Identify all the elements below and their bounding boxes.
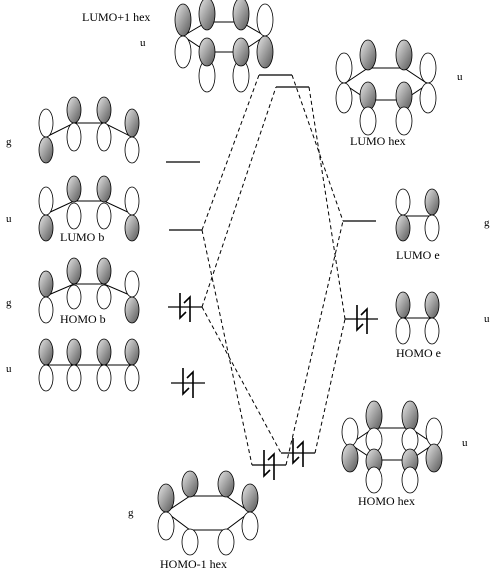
symmetry-lumo-plus1-hex: u [140, 37, 146, 49]
label-lumo-hex: LUMO hex [350, 134, 406, 148]
lumo-hex-orbital [335, 39, 437, 136]
label-homo-hex: HOMO hex [358, 494, 415, 508]
electron-pair-homo-minus1-hex [263, 450, 275, 480]
electron-pair-homo-b [179, 293, 191, 322]
symmetry-butadiene-top: g [6, 136, 12, 148]
label-lumo-b: LUMO b [60, 230, 104, 244]
electron-pair-homo-hex [292, 438, 304, 467]
symmetry-homo-b: g [6, 297, 12, 309]
electron-pair-homo-e [356, 305, 368, 334]
symmetry-butadiene-bottom: u [6, 363, 12, 375]
label-homo-b: HOMO b [60, 312, 106, 326]
symmetry-lumo-b: u [6, 213, 12, 225]
butadiene-u-orbital [38, 338, 140, 392]
symmetry-lumo-hex: u [457, 71, 463, 83]
lumo-b-orbital [38, 175, 140, 242]
homo-b-orbital [38, 257, 140, 324]
butadiene-g-orbital [38, 96, 140, 164]
correlation-lines [201, 74, 346, 466]
lumo-plus1-hex-orbital [174, 0, 274, 93]
symmetry-homo-e: u [484, 313, 490, 325]
electron-pair-butadiene-u [182, 368, 194, 398]
label-lumo-e: LUMO e [396, 248, 440, 262]
symmetry-homo-hex: u [462, 437, 468, 449]
symmetry-lumo-e: g [484, 217, 490, 229]
homo-hex-orbital [341, 400, 443, 494]
label-homo-e: HOMO e [396, 346, 441, 360]
lumo-e-orbital [395, 188, 440, 242]
label-homo-minus1-hex: HOMO-1 hex [160, 557, 227, 571]
homo-e-orbital [395, 291, 440, 345]
label-lumo-plus1-hex: LUMO+1 hex [82, 10, 150, 24]
homo-minus1-hex-orbital [157, 470, 259, 556]
symmetry-homo-minus1-hex: g [128, 507, 134, 519]
